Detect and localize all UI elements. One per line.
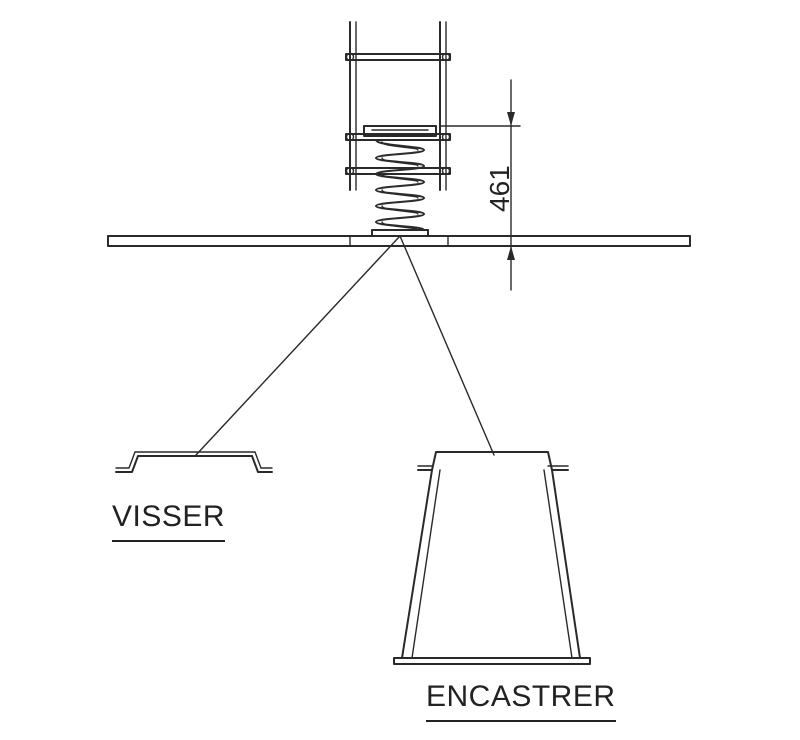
- bolt-top-left: [345, 52, 355, 62]
- encastrer-bottom-flange: [393, 657, 591, 665]
- label-encastrer: ENCASTRER: [426, 680, 616, 722]
- bolt-top-right: [441, 52, 451, 62]
- visser-base-profile: [115, 451, 273, 473]
- spring-top-plate: [363, 125, 437, 137]
- bolt-mid-left: [345, 132, 355, 142]
- encastrer-top-flange: [417, 451, 569, 471]
- label-visser: VISSER: [112, 500, 226, 542]
- spring-coil-path: [375, 139, 425, 231]
- encastrer-wall-right-outer: [551, 469, 581, 659]
- encastrer-wall-left-inner: [411, 469, 441, 659]
- dim-arrow-bottom: [507, 246, 515, 260]
- leader-line-encastrer: [399, 235, 495, 456]
- spring-coil-inner: [381, 141, 419, 231]
- label-encastrer-underline: [426, 720, 616, 722]
- seat-frame: [345, 21, 451, 191]
- frame-top-crossbar: [345, 53, 451, 61]
- leader-line-visser: [195, 235, 401, 456]
- label-encastrer-text: ENCASTRER: [426, 680, 616, 713]
- dimension-value: 461: [484, 165, 515, 212]
- encastrer-base-profile: [393, 451, 591, 665]
- bolt-low-left: [345, 166, 355, 176]
- label-visser-underline: [112, 540, 226, 542]
- encastrer-wall-left-outer: [401, 469, 433, 659]
- encastrer-wall-right-inner: [543, 469, 573, 659]
- label-visser-text: VISSER: [112, 500, 226, 533]
- visser-profile-inner: [115, 451, 273, 469]
- spring-coil: [371, 139, 429, 237]
- spring-base-plate: [371, 229, 429, 237]
- bolt-low-right: [441, 166, 451, 176]
- dim-arrow-top: [507, 112, 515, 126]
- dimension-461: [439, 79, 521, 291]
- visser-profile-outer: [115, 455, 273, 473]
- bolt-mid-right: [441, 132, 451, 142]
